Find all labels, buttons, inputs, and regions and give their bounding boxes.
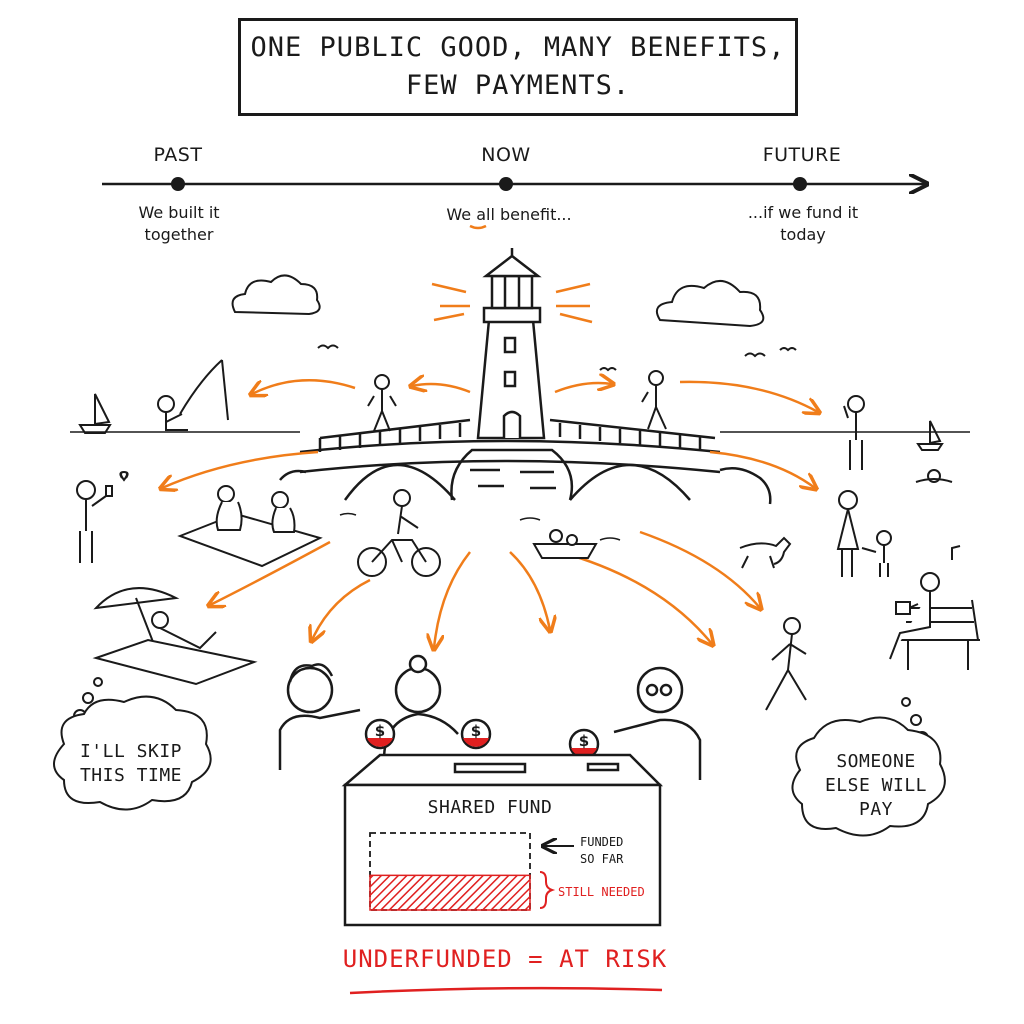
still-needed-note: STILL NEEDED [558, 885, 645, 899]
runner [765, 617, 807, 711]
thought-text-right: SOMEONE ELSE WILL PAY [824, 751, 928, 820]
bridge-icon [279, 418, 772, 505]
timeline-dot-future [793, 177, 807, 191]
sailboat-icon [78, 393, 944, 451]
timeline-caption-future: ...if we fund it today [747, 203, 859, 244]
benefit-arrows [162, 380, 818, 648]
coin-icon [364, 718, 600, 760]
bench-icon [900, 599, 980, 670]
verdict: UNDERFUNDED = AT RISK [342, 945, 668, 973]
parent [836, 490, 860, 577]
timeline-label-past: PAST [153, 144, 203, 166]
coin-symbol-2: $ [470, 722, 482, 740]
contributors [278, 654, 702, 780]
contributor-middle [382, 654, 459, 761]
sunbather [92, 611, 258, 686]
contributor-right [613, 666, 702, 780]
picnic [177, 485, 323, 568]
people [76, 359, 980, 711]
funded-so-far-note: FUNDED SO FAR [580, 835, 624, 866]
selfie-person [76, 480, 113, 563]
timeline-label-now: NOW [481, 144, 531, 166]
contributor-left [278, 663, 361, 770]
child [861, 530, 892, 577]
tourist [843, 395, 865, 470]
fisher [157, 359, 229, 431]
bicycle-icon [357, 489, 441, 577]
title-box: ONE PUBLIC GOOD, MANY BENEFITS, FEW PAYM… [238, 18, 798, 116]
dog-icon [739, 536, 792, 569]
lighthouse-icon [476, 248, 546, 440]
timeline-caption-past: We built it together [138, 203, 220, 244]
timeline-label-future: FUTURE [762, 144, 842, 166]
funded-level-outline [369, 832, 531, 911]
thought-text-left: I'LL SKIP THIS TIME [79, 741, 183, 786]
timeline-dot-now [499, 177, 513, 191]
still-needed-fill [369, 874, 531, 911]
cloud-icon [231, 274, 321, 316]
cloud-icon [656, 280, 765, 328]
reader [889, 572, 940, 660]
timeline-dot-past [171, 177, 185, 191]
swimmer [915, 469, 953, 483]
thought-bubble-right [791, 697, 946, 837]
walker-right [641, 370, 667, 430]
title-line-1: ONE PUBLIC GOOD, MANY BENEFITS, [250, 32, 786, 63]
thought-bubble-left [53, 677, 212, 811]
fund-title: SHARED FUND [427, 797, 553, 818]
sky [231, 274, 797, 372]
coin-symbol-1: $ [374, 722, 386, 740]
timeline-caption-now: We all benefit... [446, 205, 572, 224]
timeline [102, 177, 925, 230]
title-line-2: FEW PAYMENTS. [405, 70, 631, 101]
boat [532, 529, 598, 559]
coin-symbol-3: $ [578, 732, 590, 750]
walker-left [367, 374, 397, 432]
light-rays [431, 282, 593, 324]
verdict-underline [349, 986, 663, 995]
